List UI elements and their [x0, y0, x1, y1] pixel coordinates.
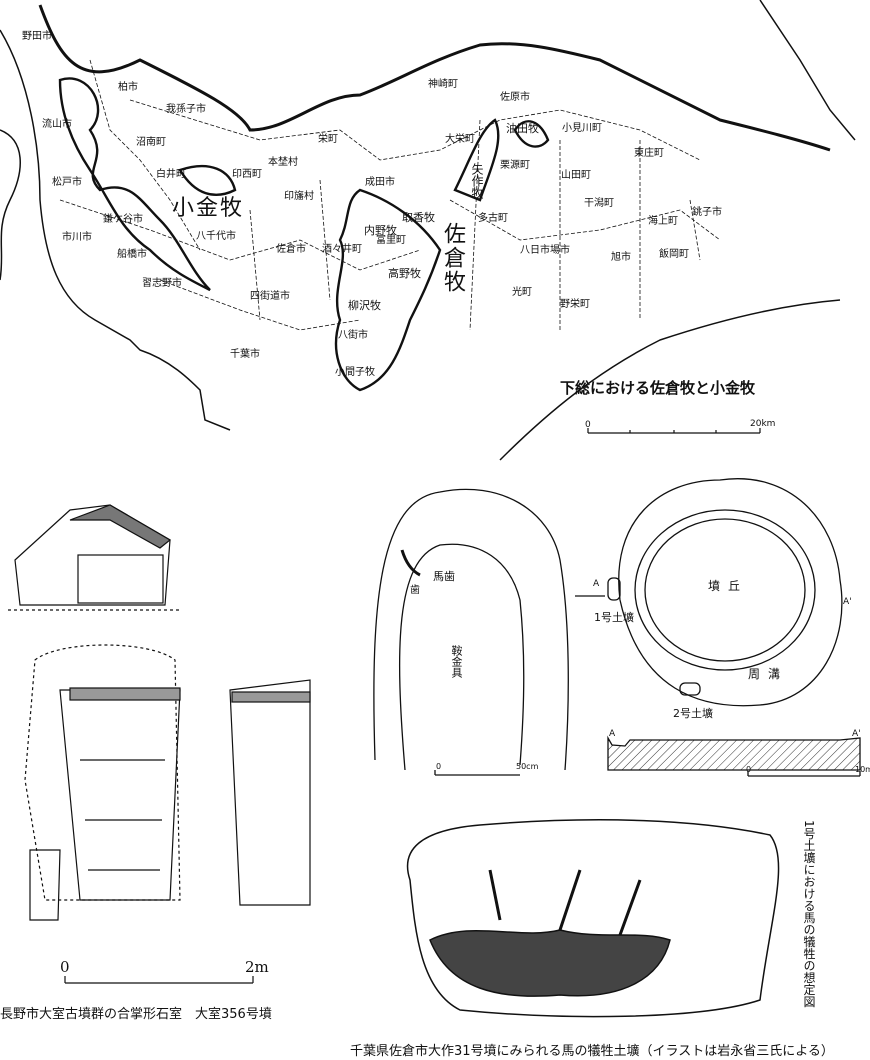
map-label-kashiwa: 柏市 — [118, 82, 138, 93]
map-label-kamagaya: 鎌ケ谷市 — [103, 214, 143, 225]
map-label-nosaka: 野栄町 — [560, 299, 590, 310]
mound-scale-end: 10m — [855, 765, 870, 774]
stone-chamber-caption: 長野市大室古墳群の合掌形石室 大室356号墳 — [0, 1007, 272, 1022]
label-saddle-fittings: 鞍金具 — [450, 645, 463, 678]
map-label-narashino: 習志野市 — [142, 278, 182, 289]
pit-scale-end: 50cm — [516, 762, 539, 771]
map-label-taiei: 大栄町 — [445, 134, 475, 145]
label-pit-1: 1号土壙 — [594, 611, 634, 624]
map-label-yotsukaido: 四街道市 — [250, 291, 290, 302]
map-label-abiko: 我孫子市 — [166, 104, 206, 115]
map-label-iioka: 飯岡町 — [659, 249, 689, 260]
map-label-yachimata: 八街市 — [338, 330, 368, 341]
map-title: 下総における佐倉牧と小金牧 — [560, 379, 756, 397]
map-label-chiba: 千葉市 — [230, 349, 260, 360]
label-ditch: 周溝 — [748, 667, 789, 681]
tone-river — [38, 4, 831, 152]
label-a: A — [593, 579, 600, 589]
map-label-sawara: 佐原市 — [500, 92, 530, 103]
mound-scale-start: 0 — [746, 765, 752, 774]
map-label-narita: 成田市 — [365, 177, 395, 188]
map-scale-start: 0 — [585, 420, 591, 430]
ranch-label-yanagisawa: 柳沢牧 — [348, 299, 381, 312]
ranch-label-uchino: 内野牧 — [364, 224, 397, 237]
pit-plan-drawing — [373, 488, 569, 776]
map-scale-end: 20km — [750, 419, 776, 429]
ranch-label-takano: 高野牧 — [388, 267, 421, 280]
stone-chamber-scale — [64, 976, 254, 984]
map-label-yamada: 山田町 — [561, 170, 591, 181]
ranch-label-torika: 取香牧 — [402, 211, 435, 224]
map-label-yokaichiba: 八日市場市 — [520, 245, 570, 256]
map-label-shonan: 沼南町 — [136, 137, 166, 148]
ranch-label-sakura: 佐倉牧 — [440, 222, 465, 294]
map-label-higata: 干潟町 — [584, 198, 614, 209]
map-label-funabashi: 船橋市 — [117, 249, 147, 260]
map-label-shisui: 酒々井町 — [322, 244, 362, 255]
mound-plan-drawing — [575, 478, 861, 777]
map-label-motono: 本埜村 — [268, 157, 298, 168]
map-label-inzai: 印西町 — [232, 169, 262, 180]
horse-sacrifice-illustration — [406, 819, 780, 1018]
ranch-label-aburata: 油田牧 — [506, 122, 539, 135]
coastline — [0, 0, 856, 461]
chamber-scale-end: 2m — [245, 958, 269, 976]
label-horse-teeth: 馬歯 — [433, 570, 455, 583]
map-label-sakae: 栄町 — [318, 134, 338, 145]
map-label-choshi: 銚子市 — [692, 207, 722, 218]
section-label-a: A — [609, 729, 616, 739]
map-label-hikari: 光町 — [512, 287, 532, 298]
map-label-inba: 印旛村 — [284, 191, 314, 202]
map-label-shiroi: 白井町 — [156, 169, 186, 180]
map-label-kozaki: 神崎町 — [428, 79, 458, 90]
map-scale-bar — [587, 428, 761, 434]
map-label-ichikawa: 市川市 — [62, 232, 92, 243]
map-label-tomisato: 富里町 — [376, 235, 406, 246]
illustration-caption: 千葉県佐倉市大作31号墳にみられる馬の犠牲土壙（イラストは岩永省三氏による） — [350, 1044, 834, 1059]
label-pit-2: 2号土壙 — [673, 707, 713, 720]
municipal-borders — [59, 59, 721, 331]
map-label-noda: 野田市 — [22, 31, 52, 42]
map-label-tonosho: 東庄町 — [634, 148, 664, 159]
map-label-sakura: 佐倉市 — [276, 244, 306, 255]
label-a-prime: A' — [843, 597, 852, 607]
map-label-matsudo: 松戸市 — [52, 177, 82, 188]
map-label-kurimoto: 栗源町 — [500, 160, 530, 171]
ranch-label-komagome: 小間子牧 — [335, 367, 375, 378]
label-mound: 墳丘 — [708, 579, 749, 593]
map-label-tako: 多古町 — [478, 213, 508, 224]
label-tooth: 歯 — [410, 585, 420, 596]
ranch-label-kogane: 小金牧 — [172, 196, 245, 221]
pit-scale-start: 0 — [436, 762, 442, 771]
map-label-asahi: 旭市 — [611, 252, 631, 263]
map-label-yachiyo: 八千代市 — [196, 231, 236, 242]
stone-chamber-drawing — [8, 504, 311, 921]
map-label-unakami: 海上町 — [648, 216, 678, 227]
map-label-nagareyama: 流山市 — [42, 119, 72, 130]
map-label-omigawa: 小見川町 — [562, 123, 602, 134]
ranch-boundaries — [58, 77, 550, 392]
chamber-scale-start: 0 — [60, 958, 70, 976]
illustration-vertical-caption: 1号土壙における馬の犠牲の想定図 — [802, 820, 816, 1008]
section-label-a-prime: A' — [852, 729, 861, 739]
ranch-label-yahagi: 矢作牧 — [470, 163, 484, 199]
